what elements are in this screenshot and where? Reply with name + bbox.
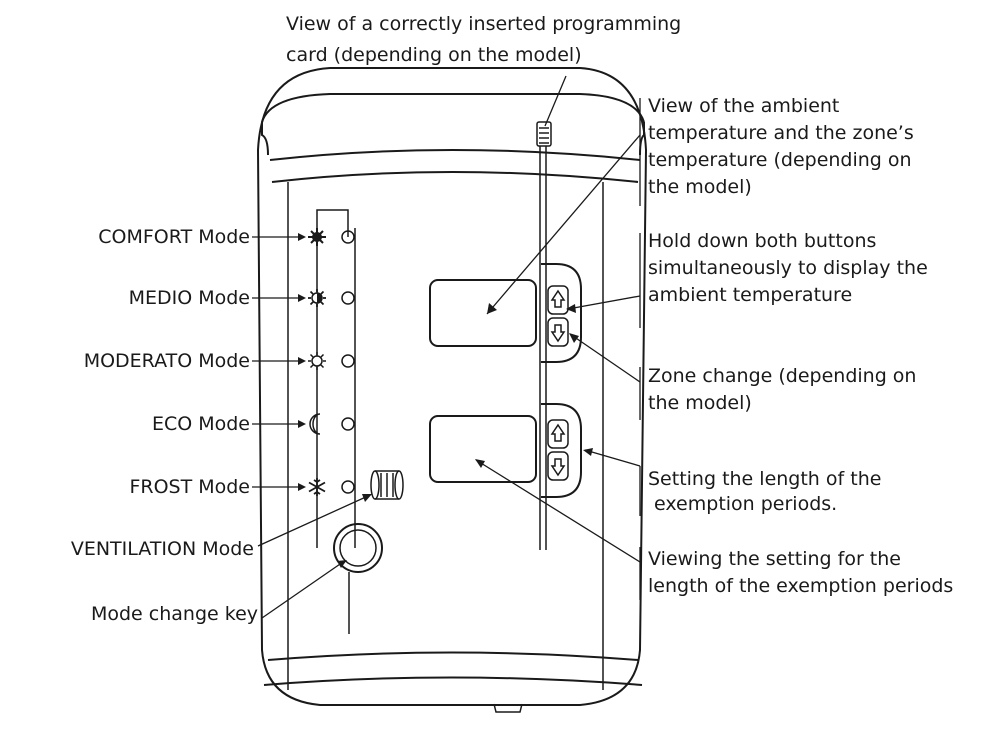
arrowhead-ambient (487, 303, 497, 314)
device-body (256, 67, 648, 713)
led-eco (341, 417, 355, 431)
exemption-down-button[interactable] (547, 451, 569, 481)
leader-zone (569, 333, 641, 383)
label-setting-line-1: Setting the length of the (648, 468, 881, 490)
led-medio (341, 291, 355, 305)
snowflake-icon (308, 478, 326, 496)
arrowhead-ventilation (362, 494, 372, 502)
leader-ambient (486, 134, 641, 315)
zone-button-group (541, 263, 582, 363)
label-moderato-mode: MODERATO Mode (84, 350, 250, 372)
exemption-period-display (429, 415, 537, 483)
label-hold-line-3: ambient temperature (648, 284, 852, 306)
fan-icon (370, 470, 404, 500)
leader-viewing (475, 459, 641, 563)
label-viewing-line-2: length of the exemption periods (648, 575, 953, 597)
label-card-view: View of a correctly inserted programming… (286, 13, 681, 66)
arrowhead-viewing (475, 459, 485, 468)
label-viewing-setting: Viewing the setting for the length of th… (648, 548, 953, 597)
mode-change-key[interactable] (333, 523, 383, 634)
label-hold-line-1: Hold down both buttons (648, 230, 876, 252)
arrowhead-medio (298, 294, 306, 302)
label-ambient-view: View of the ambient temperature and the … (648, 95, 914, 198)
down-arrow-icon (550, 458, 566, 477)
exemption-button-group (541, 403, 582, 498)
label-zone-line-2: the model) (648, 392, 752, 414)
arrowhead-frost (298, 483, 306, 491)
moon-icon (309, 413, 321, 435)
arrowhead-moderato (298, 357, 306, 365)
label-viewing-line-1: Viewing the setting for the (648, 548, 901, 570)
label-ambient-view-line-4: the model) (648, 176, 752, 198)
label-hold-buttons: Hold down both buttons simultaneously to… (648, 230, 928, 306)
led-comfort (341, 230, 355, 244)
label-ventilation-mode: VENTILATION Mode (71, 538, 254, 560)
exemption-up-button[interactable] (547, 419, 569, 449)
leader-card (544, 75, 567, 127)
sun-outline-icon (308, 352, 326, 370)
zone-up-button[interactable] (547, 285, 569, 315)
label-hold-line-2: simultaneously to display the (648, 257, 928, 279)
arrowhead-zone (569, 333, 579, 343)
up-arrow-icon (550, 289, 566, 308)
label-mode-change-key: Mode change key (91, 603, 258, 625)
label-card-view-line-2: card (depending on the model) (286, 44, 582, 66)
label-card-view-line-1: View of a correctly inserted programming (286, 13, 681, 35)
programming-card-slot (536, 121, 552, 550)
label-zone-change: Zone change (depending on the model) (648, 365, 916, 414)
sun-full-icon (308, 228, 326, 246)
arrowhead-setting (583, 448, 593, 456)
up-arrow-icon (550, 423, 566, 442)
leader-mode-key (261, 561, 344, 619)
label-medio-mode: MEDIO Mode (129, 287, 250, 309)
label-setting-line-2: exemption periods. (648, 493, 837, 515)
led-moderato (341, 354, 355, 368)
label-comfort-mode: COMFORT Mode (98, 226, 250, 248)
led-frost (341, 480, 355, 494)
leader-ventilation (257, 495, 369, 547)
label-zone-line-1: Zone change (depending on (648, 365, 916, 387)
label-ambient-view-line-2: temperature and the zone’s (648, 122, 914, 144)
arrowhead-mode-key (337, 560, 347, 568)
sun-half-icon (308, 289, 326, 307)
label-ambient-view-line-3: temperature (depending on (648, 149, 912, 171)
arrowhead-eco (298, 420, 306, 428)
arrowhead-hold (566, 304, 576, 313)
zone-down-button[interactable] (547, 317, 569, 347)
down-arrow-icon (550, 324, 566, 343)
leader-hold (567, 295, 641, 310)
label-frost-mode: FROST Mode (129, 476, 250, 498)
leader-setting (584, 449, 641, 467)
arrowhead-comfort (298, 233, 306, 241)
label-ambient-view-line-1: View of the ambient (648, 95, 839, 117)
mode-led-column (316, 209, 356, 548)
label-setting-length: Setting the length of the exemption peri… (648, 468, 881, 515)
label-eco-mode: ECO Mode (152, 413, 250, 435)
ambient-temperature-display (429, 279, 537, 347)
